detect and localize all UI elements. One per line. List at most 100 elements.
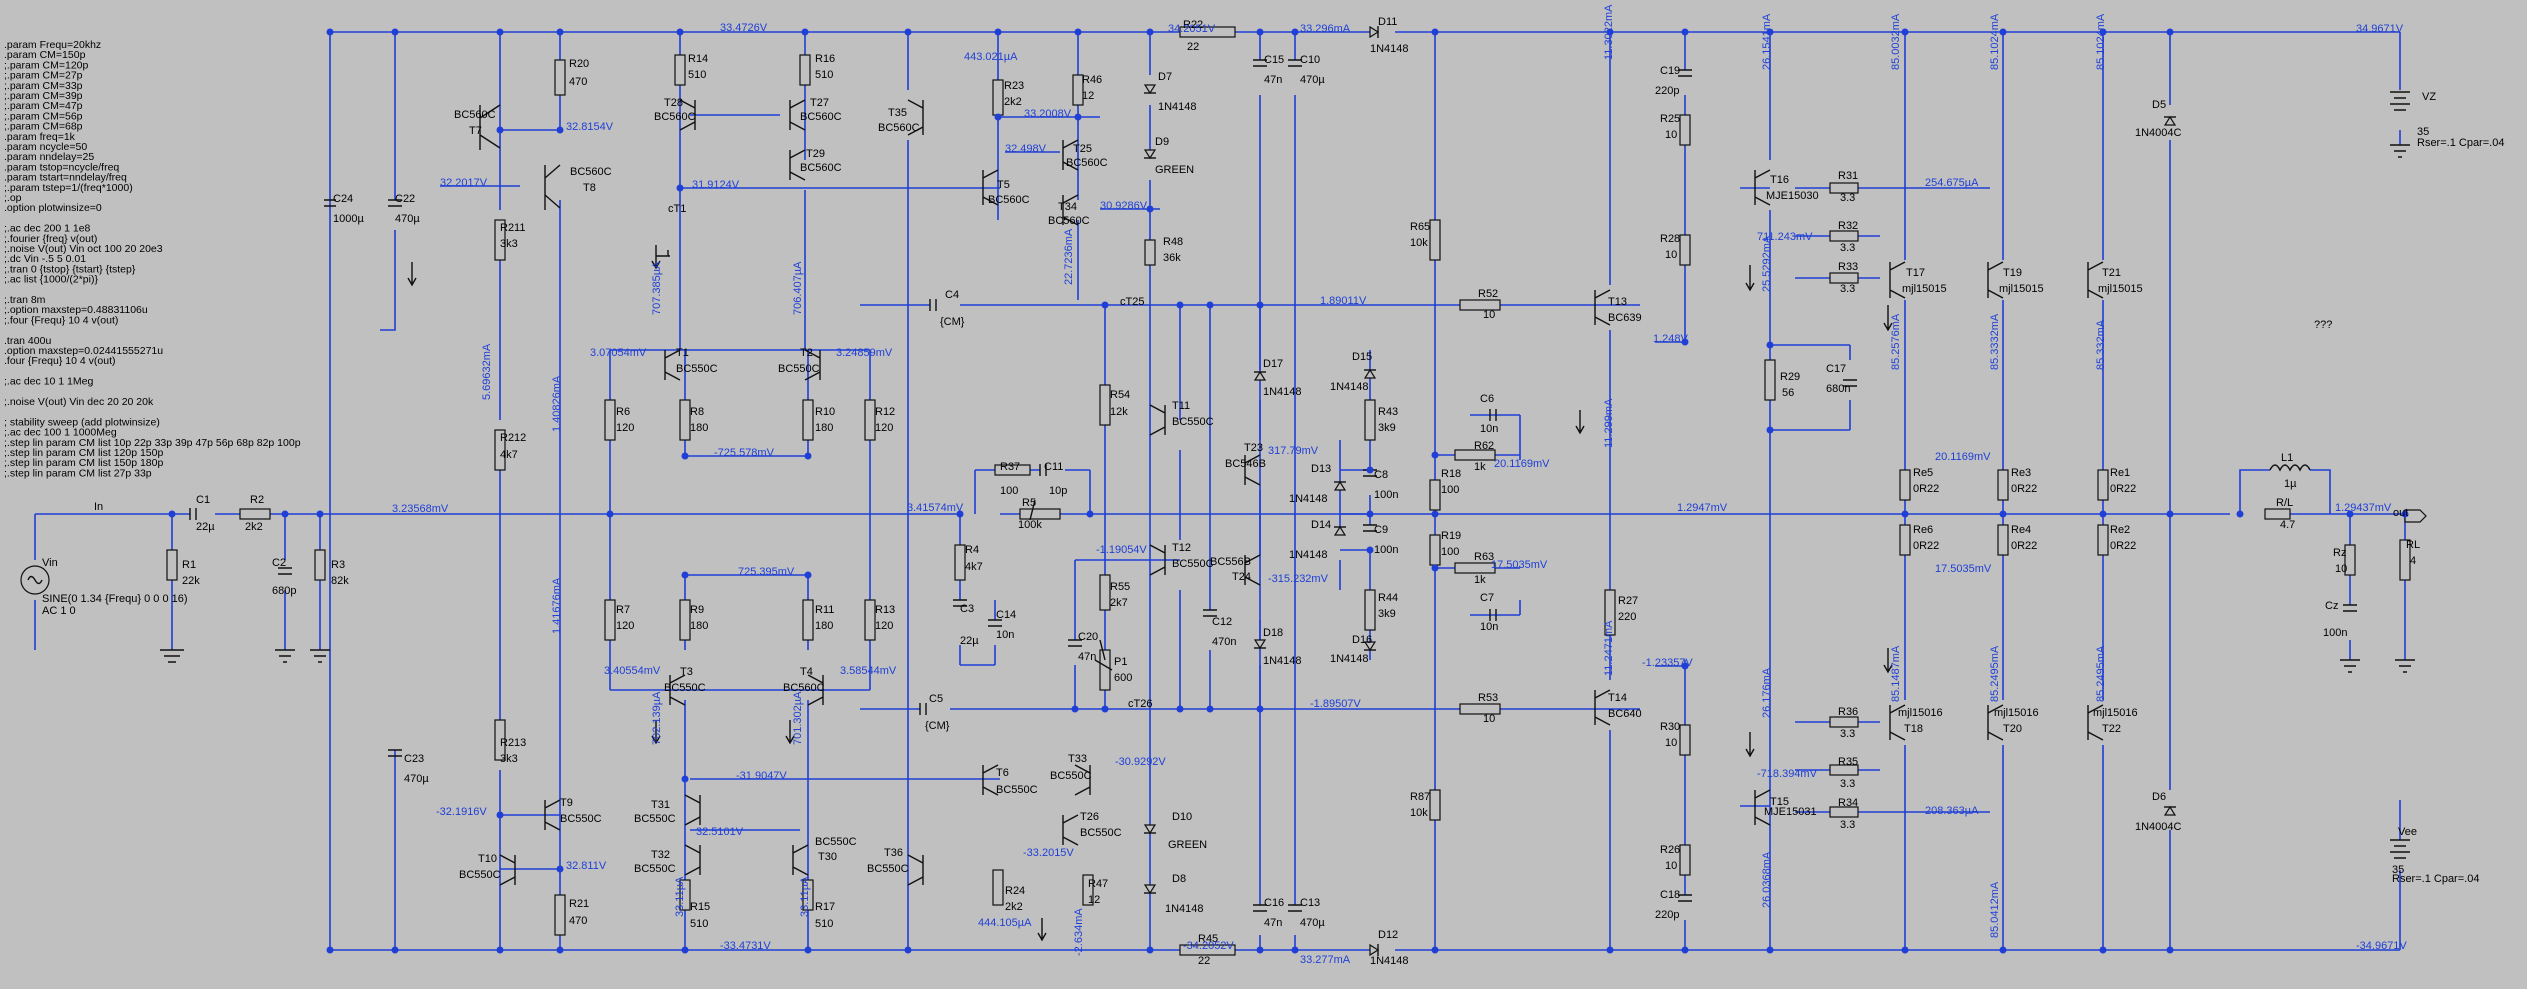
- component-label: R13: [875, 604, 895, 616]
- operating-point-value: -725.578mV: [714, 447, 775, 459]
- component-label: Re2: [2110, 524, 2130, 536]
- spice-directive-line: ;.noise V(out) Vin oct 100 20 20e3: [4, 243, 163, 255]
- component-label: T10: [478, 853, 497, 865]
- component-label: 1N4148: [1263, 655, 1302, 667]
- resistors: [166, 26, 2411, 956]
- component-label: 3.3: [1840, 192, 1855, 204]
- spice-directive-line: ;.param CM=68p: [4, 121, 83, 133]
- component-label: 2k2: [245, 521, 263, 533]
- component-label: C8: [1374, 469, 1388, 481]
- component-label: BC560C: [800, 162, 842, 174]
- component-label: 1N4148: [1289, 549, 1328, 561]
- operating-point-value: 1.248V: [1653, 333, 1689, 345]
- operating-point-value: 20.1169mV: [1935, 451, 1991, 463]
- component-label: T8: [583, 182, 596, 194]
- spice-directives: .param Frequ=20khz.param CM=150p;.param …: [4, 39, 301, 479]
- component-label: T24: [1232, 571, 1251, 583]
- component-label: 10: [1665, 737, 1677, 749]
- operating-point-value: 3.41574mV: [907, 502, 964, 514]
- component-label: BC550C: [676, 363, 718, 375]
- transistors: [479, 99, 2104, 886]
- spice-directive-line: ;.param CM=56p: [4, 110, 83, 122]
- component-label: Vin: [42, 557, 58, 569]
- component-label: 1µ: [2284, 478, 2297, 490]
- component-label: 2k2: [1005, 901, 1023, 913]
- component-label: 100k: [1018, 519, 1042, 531]
- spice-directive-line: ; stability sweep (add plotwinsize): [4, 416, 160, 428]
- component-label: 4k7: [965, 561, 983, 573]
- component-label: {CM}: [940, 316, 965, 328]
- component-label: 470µ: [395, 213, 420, 225]
- spice-directive-line: .param tstart=nndelay/freq: [4, 172, 127, 184]
- spice-directive-line: ;.ac list {1000/(2*pi)}: [4, 274, 98, 286]
- component-label: R62: [1474, 440, 1494, 452]
- component-label: R87: [1410, 791, 1430, 803]
- component-label: R48: [1163, 236, 1183, 248]
- component-label: T32: [651, 849, 670, 861]
- component-label: T16: [1770, 174, 1789, 186]
- component-label: 470µ: [1300, 74, 1325, 86]
- operating-point-value: 711.243mV: [1757, 231, 1813, 243]
- spice-directive-line: ;.ac dec 200 1 1e8: [4, 223, 91, 235]
- operating-point-value: 317.79mV: [1268, 445, 1319, 457]
- operating-point-value: 3.40554mV: [604, 665, 661, 677]
- spice-directive-line: ;.param CM=47p: [4, 100, 83, 112]
- component-label: 220p: [1655, 85, 1679, 97]
- component-label: 1N4148: [1263, 386, 1302, 398]
- component-label: 10: [1483, 309, 1495, 321]
- component-label: BC550C: [634, 813, 676, 825]
- component-label: T30: [818, 851, 837, 863]
- component-label: 120: [616, 620, 634, 632]
- component-label: 1N4148: [1289, 493, 1328, 505]
- component-label: R25: [1660, 113, 1680, 125]
- component-label: T27: [810, 97, 829, 109]
- component-label: RL: [2406, 539, 2420, 551]
- component-label: 470n: [1212, 636, 1236, 648]
- branch-current-value: 706.407µA: [792, 261, 804, 315]
- component-label: 180: [815, 422, 833, 434]
- component-label: R211: [500, 222, 525, 234]
- component-label: C5: [929, 693, 943, 705]
- component-label: C15: [1264, 54, 1284, 66]
- spice-directive-line: .option maxstep=0.02441555271u: [4, 345, 163, 357]
- component-label: Re3: [2011, 467, 2031, 479]
- component-label: 1N4148: [1370, 43, 1409, 55]
- component-label: R45: [1198, 933, 1218, 945]
- component-label: 10: [1665, 860, 1677, 872]
- component-label: 1N4148: [1330, 653, 1369, 665]
- branch-current-value: 11.3022mA: [1603, 4, 1615, 60]
- component-label: T21: [2102, 267, 2121, 279]
- operating-point-value: 32.5101V: [696, 826, 744, 838]
- component-label: ???: [2314, 319, 2332, 331]
- component-label: 10: [1665, 249, 1677, 261]
- component-label: R11: [815, 604, 834, 616]
- branch-current-value: 707.385µA: [651, 261, 663, 315]
- component-label: 4k7: [500, 449, 518, 461]
- wires: [34, 31, 2406, 951]
- component-label: C18: [1660, 889, 1680, 901]
- spice-directive-line: ;.ac dec 10 1 1Meg: [4, 376, 93, 388]
- spice-directive-line: ;.step lin param CM list 150p 180p: [4, 457, 163, 469]
- component-label: T31: [651, 799, 670, 811]
- branch-current-value: 85.2495mA: [1989, 645, 2001, 702]
- component-label: 470: [569, 76, 587, 88]
- component-label: D15: [1352, 351, 1372, 363]
- spice-directive-line: ;.fourier {freq} v(out): [4, 233, 97, 245]
- operating-point-value: 33.277mA: [1300, 954, 1351, 966]
- operating-point-value: 3.23568mV: [392, 503, 449, 515]
- component-label: 100n: [2323, 627, 2347, 639]
- component-label: BC560C: [800, 111, 842, 123]
- component-label: 100n: [1374, 544, 1398, 556]
- operating-point-value: 3.24859mV: [836, 347, 893, 359]
- component-label: R43: [1378, 406, 1398, 418]
- operating-point-value: -1.89507V: [1310, 698, 1361, 710]
- component-label: 1k: [1474, 574, 1486, 586]
- component-label: L1: [2281, 452, 2293, 464]
- component-label: VZ: [2422, 91, 2436, 103]
- component-label: R35: [1838, 756, 1858, 768]
- operating-point-value: 34.9671V: [2356, 23, 2404, 35]
- component-label: 47n: [1264, 917, 1282, 929]
- spice-directive-line: ;.ac dec 100 1 1000Meg: [4, 427, 117, 439]
- component-label: 10k: [1410, 237, 1428, 249]
